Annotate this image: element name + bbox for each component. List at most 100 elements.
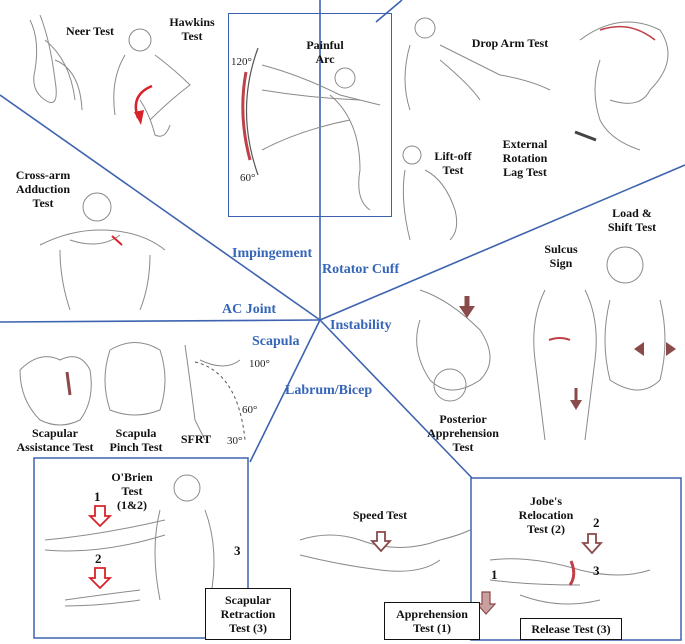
jobe-red-band (568, 560, 576, 586)
label-neer-test: Neer Test (65, 24, 115, 38)
lift-off-head-sketch (402, 145, 422, 165)
drop-arm-lower-sketch (439, 59, 481, 101)
arm-sketch (261, 64, 381, 106)
divider-left (0, 319, 321, 323)
obrien-figure (44, 474, 215, 607)
hawkins-head-sketch (128, 28, 152, 52)
divider-top-right (375, 0, 403, 23)
label-drop-arm-test: Drop Arm Test (471, 36, 549, 50)
painful-arc-box (228, 13, 392, 217)
painful-arc-red-band (241, 71, 252, 161)
posterior-apprehension-head (433, 368, 467, 402)
load-shift-arrow-left (634, 342, 644, 356)
label-scapular-retraction-test: Scapular Retraction Test (3) (220, 593, 276, 635)
label-load-shift-test: Load & Shift Test (607, 206, 657, 234)
divider-upper-left (0, 94, 321, 321)
obrien-box (33, 457, 249, 639)
angle-arc-60: 60° (240, 172, 256, 184)
region-impingement: Impingement (232, 246, 313, 261)
arm-sketch (261, 89, 361, 101)
erlag-red-outline (599, 25, 656, 41)
arc-guide (245, 47, 259, 176)
scapular-retraction-box: Scapular Retraction Test (3) (205, 588, 291, 640)
angle-arc-120: 120° (231, 56, 252, 68)
marker-jobe-2: 2 (593, 515, 600, 530)
apprehension-box: Apprehension Test (1) (384, 602, 480, 640)
lift-off-body-sketch (402, 169, 458, 241)
obrien-body-sketch (154, 509, 215, 601)
jobe-rotation-sketch (519, 594, 601, 605)
scapula-figures (19, 342, 241, 441)
cross-arm-arm-sketch (69, 234, 121, 245)
label-hawkins-test: Hawkins Test (169, 15, 215, 43)
cross-arm-red-mark (111, 235, 123, 246)
section-dividers (0, 0, 685, 479)
label-sulcus-sign: Sulcus Sign (544, 242, 578, 270)
scapular-assistance-arrow (65, 371, 72, 396)
hawkins-body-sketch (113, 54, 191, 121)
marker-jobe-1: 1 (491, 567, 498, 582)
marker-obrien-1: 1 (94, 489, 101, 504)
posterior-apprehension-sketch (416, 289, 491, 391)
jobe-figure (489, 558, 651, 605)
label-release-test: Release Test (3) (531, 622, 611, 636)
label-scapular-assistance-test: Scapular Assistance Test (16, 426, 94, 454)
sulcus-red-mark (548, 337, 571, 341)
jobe-arrow-2 (580, 533, 604, 555)
jobe-box (470, 477, 682, 641)
obrien-arrows (87, 505, 113, 590)
region-labrum-bicep: Labrum/Bicep (285, 383, 373, 398)
obrien-lower-arm-sketch (64, 589, 141, 607)
lift-off-figure (402, 145, 458, 241)
posterior-apprehension-arrow-head (459, 306, 475, 318)
sulcus-body-sketch (533, 289, 597, 441)
angle-sfrt-100: 100° (249, 358, 270, 370)
hawkins-arm-sketch (139, 99, 171, 137)
speed-arm-sketch (299, 529, 471, 572)
jobe-arm-sketch (489, 558, 651, 586)
drop-arm-figures (404, 17, 669, 151)
jobe-arrow-1 (475, 591, 497, 615)
region-scapula: Scapula (252, 334, 300, 349)
marker-jobe-3: 3 (593, 563, 600, 578)
region-rotator-cuff: Rotator Cuff (322, 262, 400, 277)
angle-sfrt-30: 30° (227, 435, 243, 447)
release-box: Release Test (3) (520, 618, 622, 640)
label-speed-test: Speed Test (352, 508, 408, 522)
label-obrien-test: O'Brien Test (1&2) (111, 470, 153, 512)
marker-obrien-2: 2 (95, 551, 102, 566)
sulcus-arrow-head (570, 400, 582, 410)
hawkins-arrow-head (134, 110, 144, 125)
drop-arm-body-sketch (404, 44, 551, 111)
label-posterior-apprehension-test: Posterior Apprehension Test (427, 412, 499, 454)
arm-sketch (261, 119, 351, 151)
head-sketch (334, 67, 356, 89)
load-shift-body-sketch (604, 299, 666, 391)
divider-lower-left (249, 319, 321, 463)
erlag-arrow (574, 130, 597, 142)
load-shift-arrow-right (666, 342, 676, 356)
scapula-pinch-sketch (104, 342, 166, 416)
neer-arm-sketch (29, 14, 57, 103)
erlag-arm-sketch (579, 21, 669, 151)
cross-arm-torso-sketch (39, 229, 166, 311)
sfrt-range-arc (194, 361, 246, 441)
label-painful-arc: Painful Arc (306, 38, 344, 66)
instability-figures (416, 246, 666, 441)
obrien-arrow-2 (87, 567, 113, 590)
label-lift-off-test: Lift-off Test (434, 149, 472, 177)
scapular-assistance-sketch (19, 356, 92, 426)
label-apprehension-test: Apprehension Test (1) (396, 607, 468, 635)
speed-test-figure (299, 529, 471, 572)
marker-obrien-3: 3 (234, 543, 241, 558)
neer-body-sketch (44, 39, 83, 111)
divider-upper-right (319, 164, 685, 321)
neer-hawkins-figures (29, 14, 191, 137)
painful-arc-figure (241, 47, 381, 211)
label-scapula-pinch-test: Scapula Pinch Test (109, 426, 163, 454)
label-jobe-relocation-test: Jobe's Relocation Test (2) (518, 494, 574, 536)
label-external-rotation-lag-test: External Rotation Lag Test (502, 137, 548, 179)
region-instability: Instability (330, 318, 392, 333)
